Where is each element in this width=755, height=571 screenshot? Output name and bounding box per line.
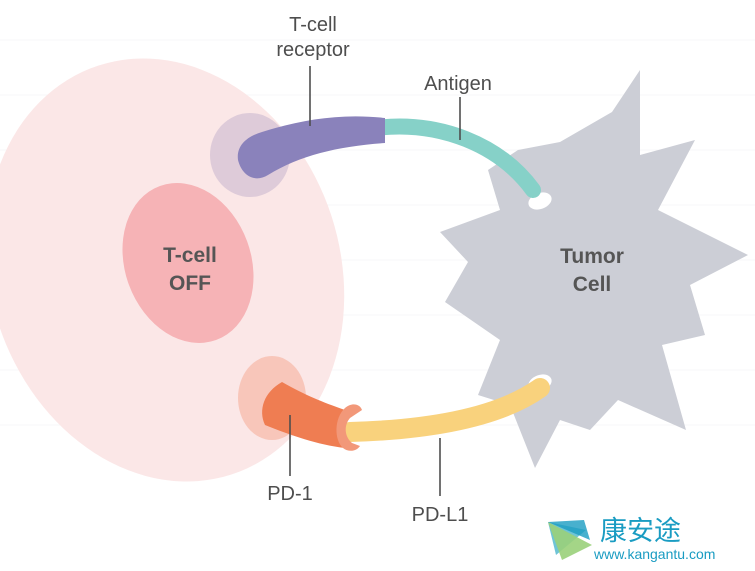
pd-l1 — [340, 378, 550, 442]
callout-lines — [289, 66, 461, 496]
receptor-antigen-complex — [210, 113, 541, 198]
watermark-url: www.kangantu.com — [593, 546, 715, 562]
watermark-chinese-text: 康安途 — [600, 516, 681, 547]
fan-logo-icon — [548, 520, 592, 560]
pd-1-tip — [336, 404, 362, 451]
pd1-pdl1-complex — [238, 356, 550, 451]
pd-1 — [262, 382, 345, 448]
pd1-label: PD-1 — [267, 483, 313, 505]
t-cell-nucleus — [122, 182, 254, 344]
watermark: 康安途 www.kangantu.com — [548, 516, 715, 562]
antigen-label: Antigen — [424, 73, 492, 95]
t-cell-label-line2: OFF — [169, 272, 211, 295]
pdl1-label: PD-L1 — [412, 504, 469, 526]
antigen — [367, 118, 541, 198]
tumor-cell-label-line1: Tumor — [560, 245, 624, 268]
tcell-receptor-label-line1: T-cell — [289, 14, 337, 36]
tcell-receptor-label-line2: receptor — [276, 39, 350, 61]
t-cell-receptor — [237, 116, 385, 179]
tumor-cell-label-line2: Cell — [573, 273, 612, 296]
t-cell-label-line1: T-cell — [163, 244, 217, 267]
